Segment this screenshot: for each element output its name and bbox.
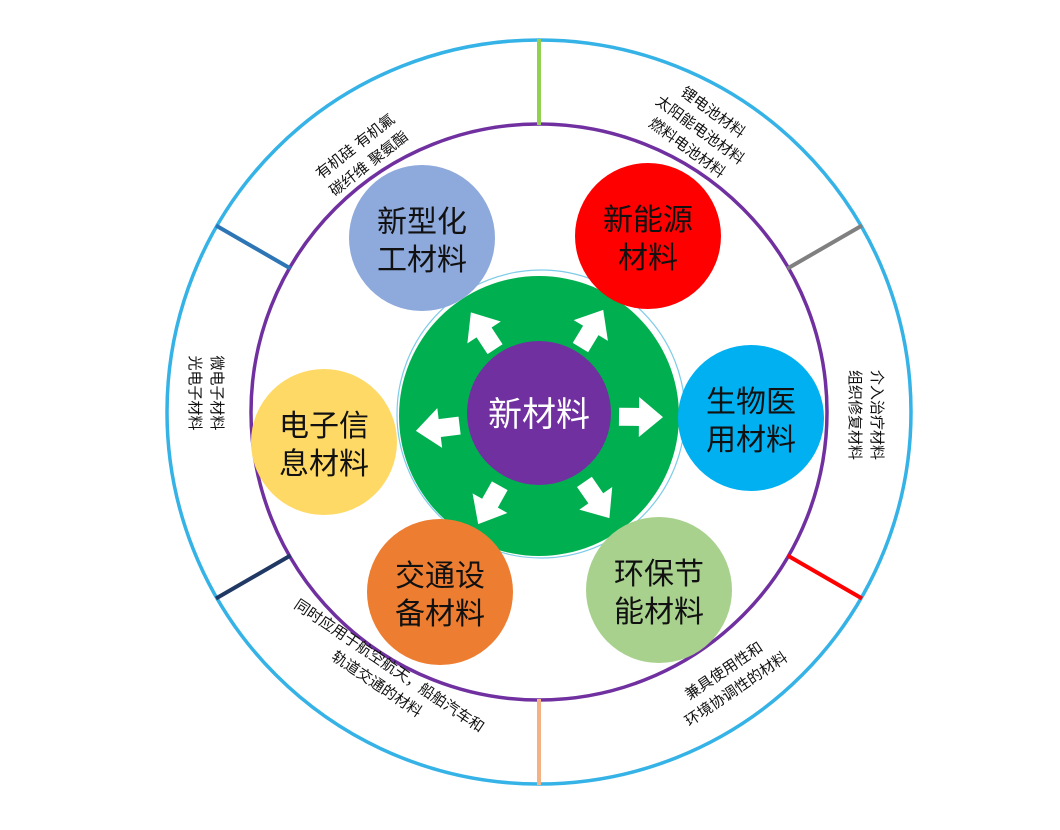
hub-arrows (415, 309, 663, 525)
note-electronic-line: 光电子材料 (186, 355, 204, 430)
node-energy-label: 新能源 (603, 203, 693, 238)
arrow-transport (472, 481, 508, 525)
arrow-chemical (467, 312, 503, 355)
node-eco-label: 环保节 (614, 557, 704, 592)
node-energy-circle (575, 163, 721, 309)
node-transport-label: 交通设 (395, 559, 485, 594)
node-chemical-label: 工材料 (377, 243, 467, 278)
arrow-electronic (415, 408, 461, 448)
note-electronic-line: 微电子材料 (208, 355, 226, 430)
divider-lower-right (786, 553, 864, 601)
node-energy-label: 材料 (618, 241, 678, 276)
node-eco-circle (586, 517, 732, 663)
node-transport-label: 备材料 (395, 597, 485, 632)
node-biomedical-label: 生物医 (706, 385, 796, 420)
arrow-energy-shape (572, 309, 608, 353)
arrow-eco (577, 476, 613, 519)
node-biomedical-circle (678, 345, 824, 491)
center-node-label: 新材料 (488, 395, 590, 435)
arrow-transport-shape (472, 481, 508, 525)
node-electronic-label: 电子信 (279, 409, 369, 444)
arrow-eco-shape (577, 476, 613, 519)
divider-upper-right (786, 223, 864, 271)
note-biomedical-line: 组织修复材料 (846, 370, 864, 460)
arrow-energy (572, 309, 608, 353)
arrow-electronic-shape (415, 408, 461, 448)
node-electronic-label: 息材料 (279, 447, 369, 482)
node-eco-label: 能材料 (614, 595, 704, 630)
divider-upper-left (214, 223, 292, 271)
node-chemical-circle (349, 165, 495, 311)
arrow-chemical-shape (467, 312, 503, 355)
segment-dividers (214, 39, 864, 785)
node-biomedical-label: 用材料 (706, 423, 796, 458)
center-node (467, 341, 611, 485)
node-electronic-circle (251, 369, 397, 515)
divider-lower-left (214, 553, 292, 601)
arrow-biomedical (618, 396, 663, 437)
note-biomedical-line: 介入治疗材料 (868, 370, 886, 460)
arrow-biomedical-shape (618, 396, 663, 437)
node-chemical-label: 新型化 (377, 205, 467, 240)
node-transport-circle (367, 519, 513, 665)
